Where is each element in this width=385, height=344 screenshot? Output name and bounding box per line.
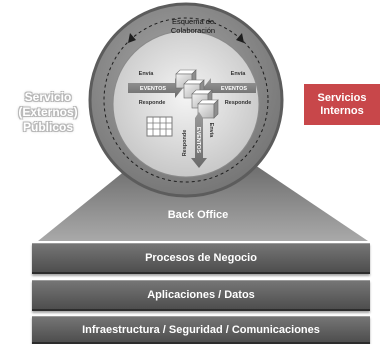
left-event-arrow bbox=[128, 78, 183, 98]
title-line1: Esquema de bbox=[172, 17, 214, 26]
layer-infrastructure: Infraestructura / Seguridad / Comunicaci… bbox=[32, 316, 370, 344]
back-office-label: Back Office bbox=[168, 209, 229, 221]
left-events-label: EVENTOS bbox=[140, 86, 167, 92]
cycle-arrow-head-left bbox=[128, 33, 136, 43]
right-send-label: Envía bbox=[231, 71, 247, 77]
inner-disc bbox=[112, 30, 260, 178]
left-send-label: Envía bbox=[139, 71, 155, 77]
bottom-send-label: Envía bbox=[208, 123, 214, 139]
bottom-event-arrow bbox=[191, 112, 207, 168]
layer-applications-data: Aplicaciones / Datos bbox=[32, 280, 370, 311]
title-line2: Colaboración bbox=[171, 26, 215, 35]
internal-services-line2: Internos bbox=[320, 104, 364, 117]
external-services-line3: Públicos bbox=[22, 120, 73, 134]
right-event-arrow bbox=[203, 78, 256, 98]
internal-services-line1: Servicios bbox=[317, 91, 367, 104]
table-grid-icon bbox=[146, 116, 173, 137]
bottom-reply-label: Responde bbox=[182, 130, 188, 157]
layer-business-processes: Procesos de Negocio bbox=[32, 243, 370, 274]
internal-services-box: Servicios Internos bbox=[304, 84, 380, 125]
cycle-arrow bbox=[103, 17, 269, 183]
cycle-arrow-head-right bbox=[236, 33, 244, 43]
cube-stack-icon bbox=[175, 69, 219, 119]
right-events-label: EVENTOS bbox=[221, 86, 248, 92]
external-services-line2: (Externos) bbox=[18, 105, 78, 119]
external-services-line1: Servicio bbox=[24, 90, 72, 104]
right-reply-label: Responde bbox=[225, 100, 252, 106]
external-services-label: Servicio (Externos) Públicos bbox=[2, 90, 94, 135]
left-reply-label: Responde bbox=[139, 100, 166, 106]
bottom-events-label: EVENTOS bbox=[195, 127, 201, 154]
